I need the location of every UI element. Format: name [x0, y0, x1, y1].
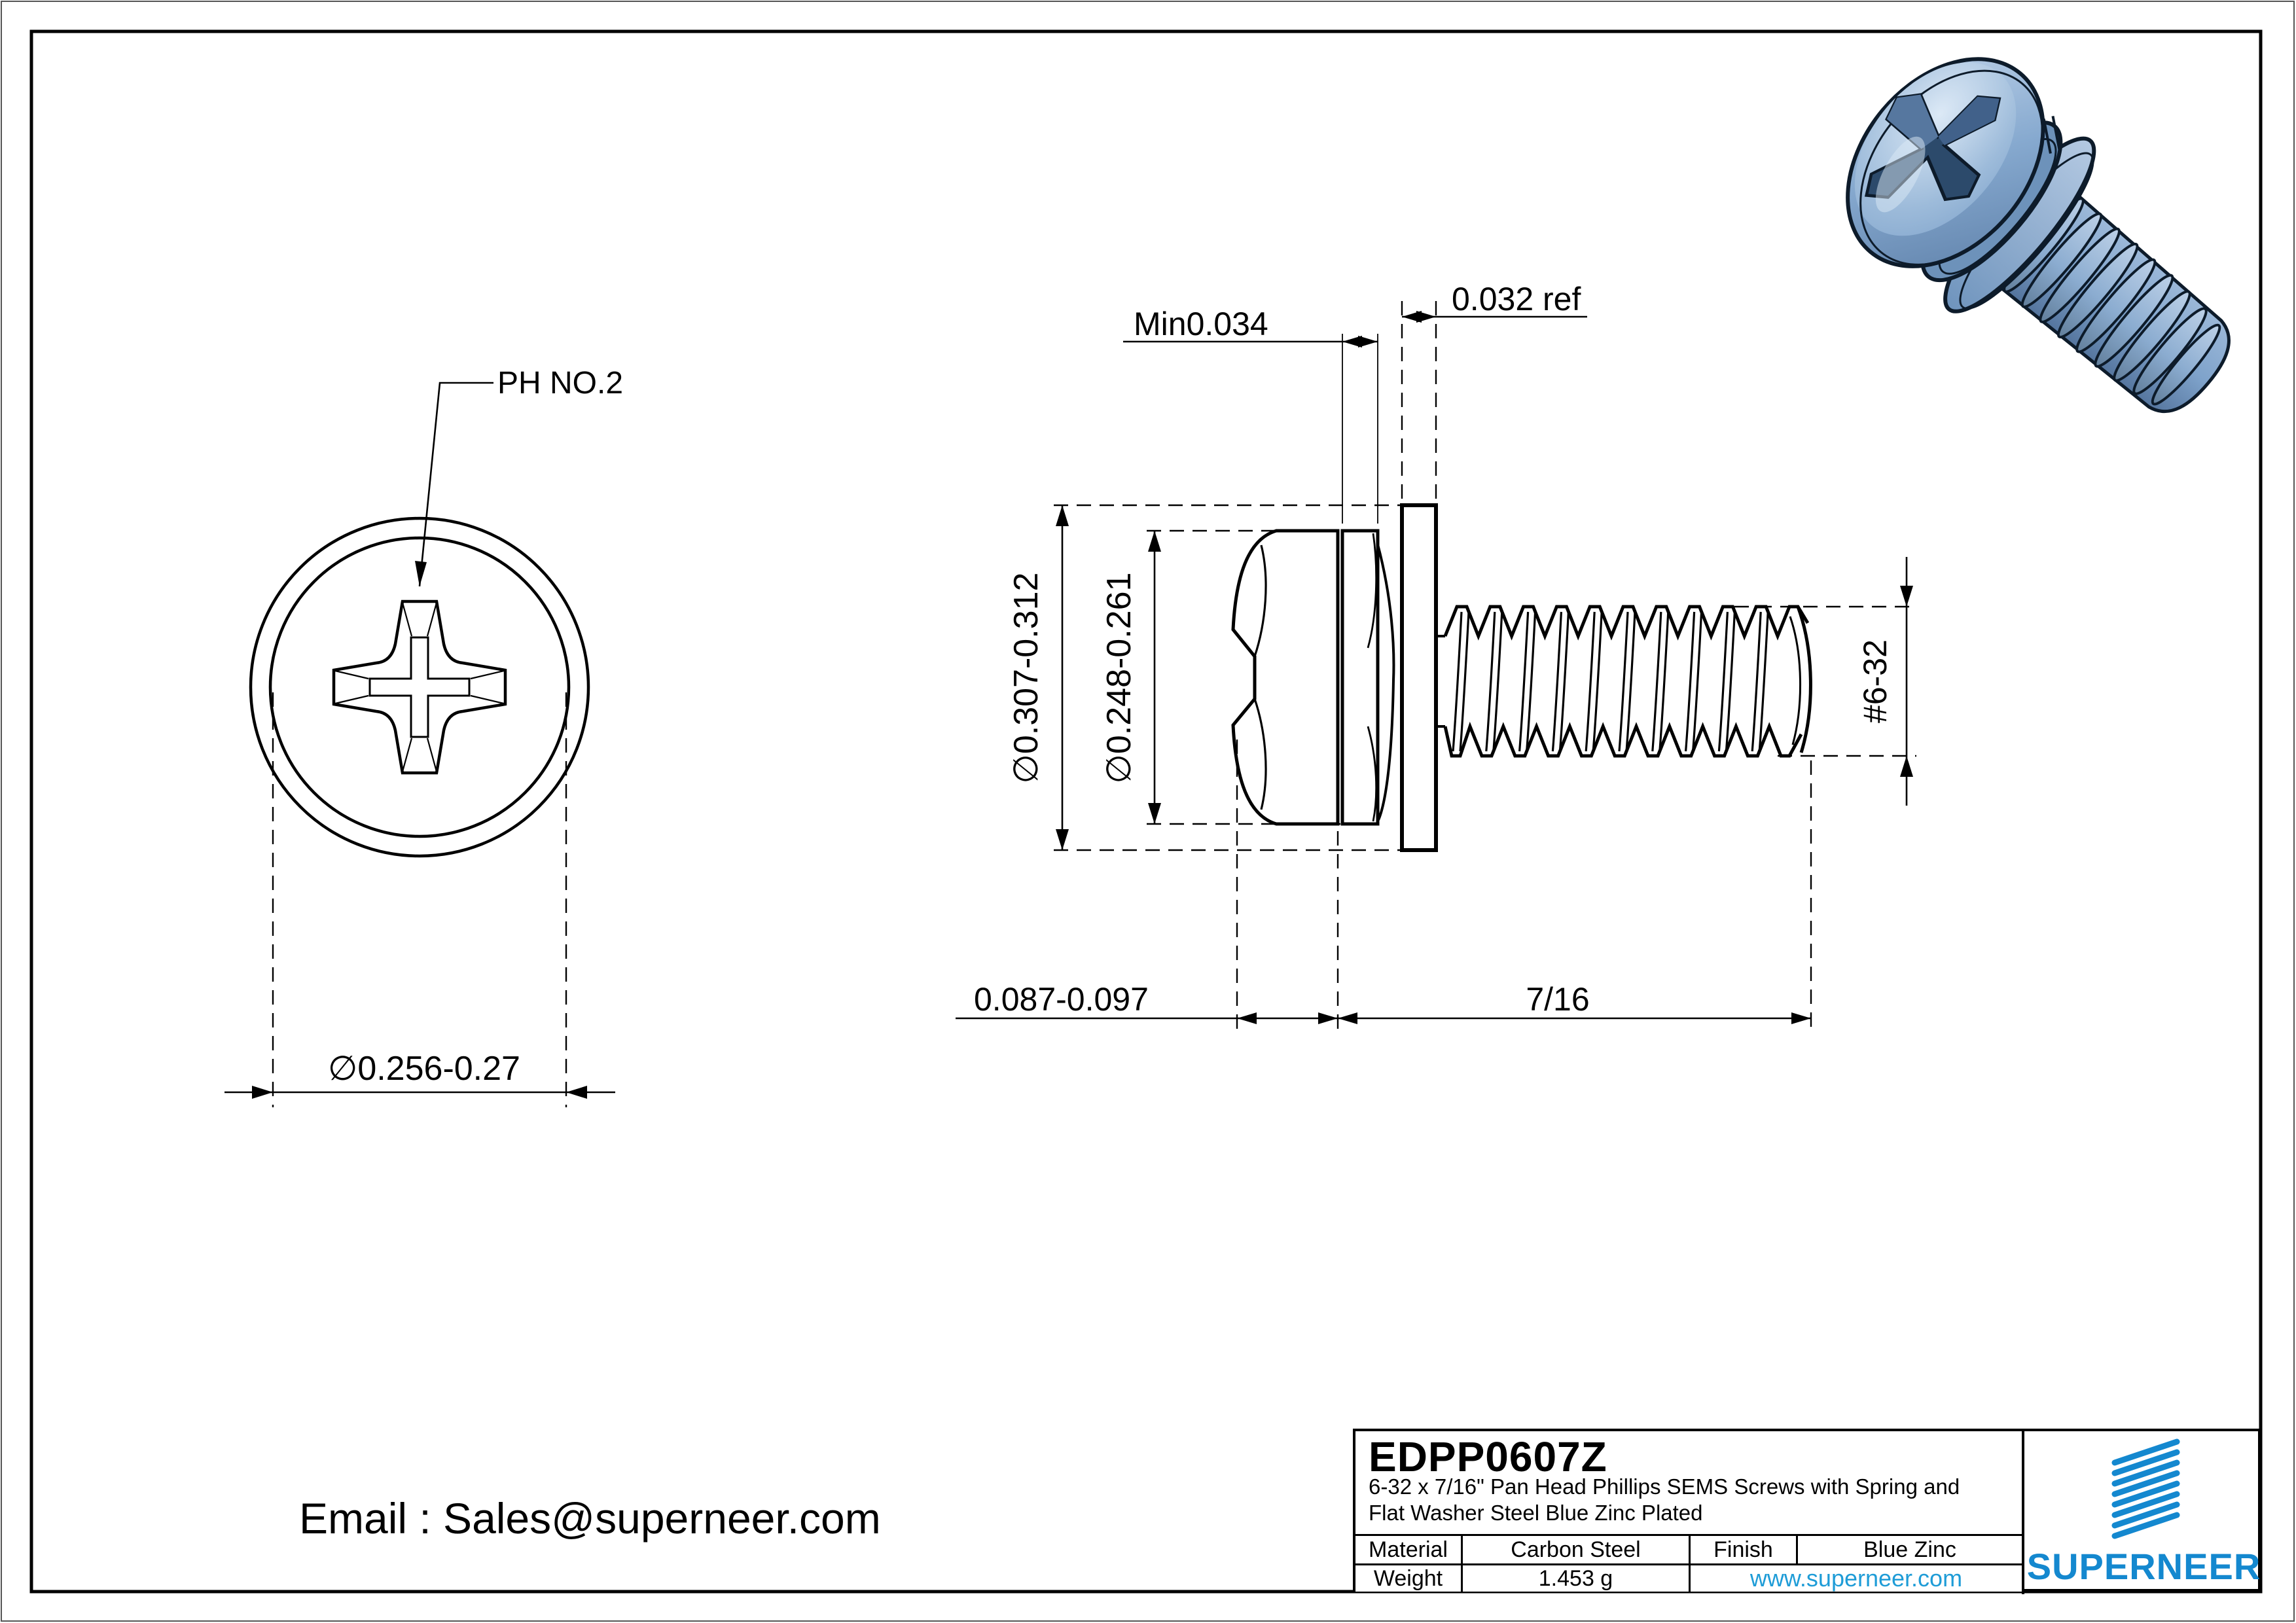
brand-wordmark: SUPERNEER	[2026, 1546, 2261, 1587]
weight-value-cell: 1.453 g	[1461, 1563, 1689, 1592]
thread-length-text: 7/16	[1526, 981, 1589, 1018]
side-view	[956, 301, 1916, 1029]
finish-label-cell: Finish	[1689, 1534, 1796, 1563]
brand-cell: SUPERNEER	[2022, 1431, 2263, 1594]
dim-spring-thickness	[1123, 334, 1378, 524]
front-diameter-text: ∅0.256-0.27	[328, 1050, 520, 1088]
part-description-line2: Flat Washer Steel Blue Zinc Plated	[1369, 1501, 1703, 1525]
dim-head-bearing-diameter	[224, 692, 615, 1107]
superneer-stripes-logo	[2111, 1438, 2179, 1539]
spring-washer-profile	[1340, 529, 1395, 826]
website-link[interactable]: www.superneer.com	[1689, 1563, 2022, 1592]
recess-leader	[415, 382, 493, 587]
dim-head-height-and-length	[956, 740, 1812, 1029]
front-view	[224, 382, 615, 1107]
thread-size-text: #6-32	[1857, 639, 1893, 723]
washer-od-text: ∅0.307-0.312	[1007, 573, 1045, 784]
head-od-text: ∅0.248-0.261	[1100, 573, 1138, 784]
dim-washer-od	[1054, 504, 1402, 851]
material-label-cell: Material	[1355, 1534, 1461, 1563]
head-inner-circle	[268, 536, 571, 838]
head-height-text: 0.087-0.097	[974, 981, 1149, 1018]
screw-3d-render	[1846, 57, 2231, 414]
flat-washer-profile	[1400, 503, 1438, 852]
contact-email: Email : Sales@superneer.com	[299, 1494, 881, 1543]
finish-value-cell: Blue Zinc	[1796, 1534, 2022, 1563]
washer-ref-text: 0.032 ref	[1452, 281, 1581, 317]
spring-min-text: Min0.034	[1134, 306, 1268, 342]
drawing-border	[29, 29, 2263, 1594]
dim-washer-thickness	[1401, 301, 1587, 504]
part-description-line1: 6-32 x 7/16" Pan Head Phillips SEMS Scre…	[1369, 1474, 1960, 1499]
part-number: EDPP0607Z	[1369, 1433, 1607, 1480]
pan-head-profile	[1231, 529, 1340, 826]
weight-label-cell: Weight	[1355, 1563, 1461, 1592]
thread-profile	[1443, 605, 1812, 758]
head-outer-circle	[249, 516, 590, 858]
title-block: EDPP0607Z 6-32 x 7/16" Pan Head Phillips…	[1353, 1429, 2263, 1594]
dim-thread-size	[1734, 557, 1916, 806]
recess-label: PH NO.2	[497, 366, 623, 401]
phillips-recess-icon	[332, 599, 507, 775]
material-value-cell: Carbon Steel	[1461, 1534, 1689, 1563]
dim-head-od	[1147, 529, 1340, 825]
